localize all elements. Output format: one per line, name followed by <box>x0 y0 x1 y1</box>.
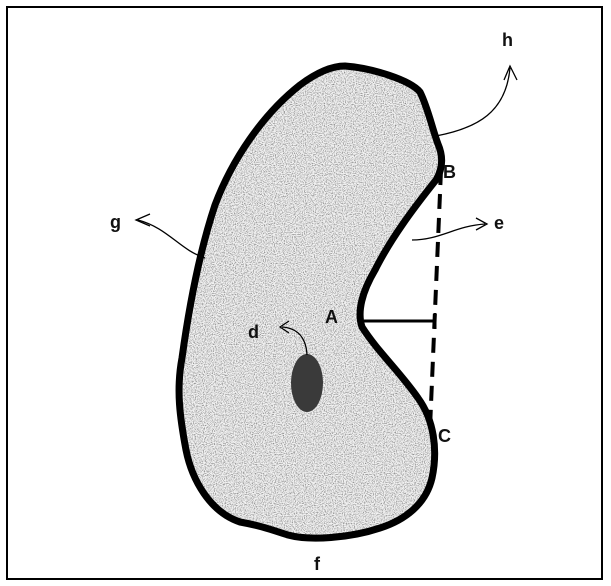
label-f: f <box>314 554 321 574</box>
arrow-h <box>436 68 510 136</box>
cytoplasm <box>170 60 450 550</box>
label-g: g <box>110 212 121 232</box>
arrow-h-head <box>504 66 517 80</box>
arrow-e <box>412 224 485 240</box>
stipple-texture <box>170 60 450 550</box>
label-a: A <box>325 307 338 327</box>
nucleus <box>291 354 323 412</box>
label-d: d <box>248 322 259 342</box>
label-c: C <box>438 426 451 446</box>
dashed-line-bc <box>430 170 441 428</box>
label-e: e <box>494 213 504 233</box>
label-b: B <box>443 162 456 182</box>
label-h: h <box>502 30 513 50</box>
